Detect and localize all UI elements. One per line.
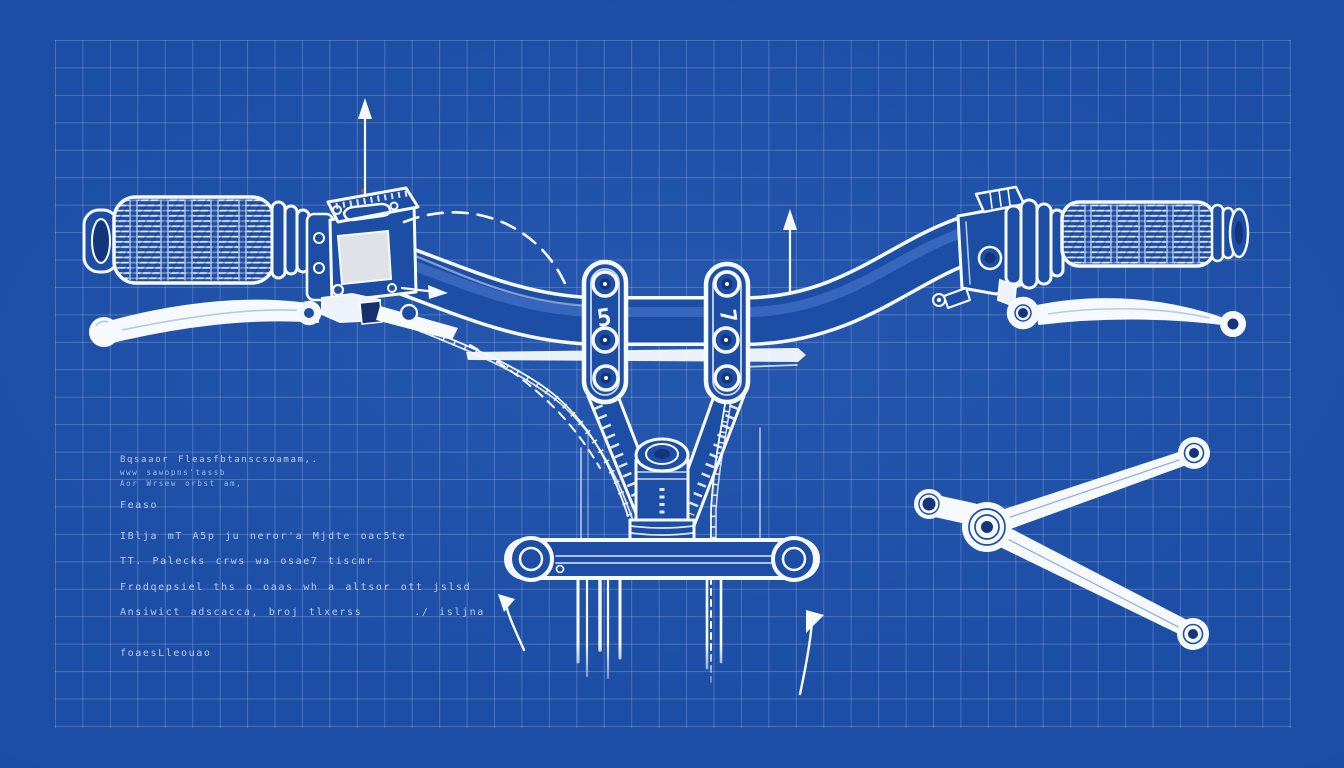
annotation-line-main: Ansiwict adscacca, broj tlxerss bbox=[120, 607, 363, 618]
cable-adjuster bbox=[932, 287, 971, 309]
annotation-line: Frodqepsiel ths o oaas wh a altsor ott j… bbox=[120, 581, 472, 593]
riser-clamp-right: 7 bbox=[703, 261, 751, 405]
clamp-bolt bbox=[591, 270, 619, 298]
y-linkage bbox=[914, 437, 1210, 650]
annotation-line-tail: ./ isljna bbox=[414, 607, 485, 618]
clamp-eyelet-left bbox=[508, 536, 554, 582]
fork-extension-lines-lower bbox=[576, 576, 723, 683]
bottom-right-curved-arrow bbox=[798, 610, 824, 696]
annotation-line: www sawopns'tassb bbox=[120, 468, 226, 478]
lower-clamp-bar bbox=[504, 536, 820, 582]
crossbar bbox=[466, 348, 806, 368]
blueprint-grid bbox=[55, 40, 1291, 728]
clamp-bolt bbox=[592, 364, 620, 392]
left-brake-lever bbox=[89, 299, 322, 347]
annotation-line: foaesLleouao bbox=[120, 647, 212, 659]
rotation-dashed-arc bbox=[402, 211, 569, 290]
riser-clamp-left: 5 bbox=[581, 259, 629, 405]
annotation-line: Aor Wrsew orbst am, bbox=[120, 478, 243, 488]
right-brake-lever bbox=[1006, 296, 1246, 337]
annotation-line: Feaso bbox=[120, 500, 159, 511]
annotation-line: TT. Palecks crws wa osae7 tiscmr bbox=[120, 556, 374, 567]
right-grip bbox=[1060, 200, 1250, 268]
left-grip bbox=[82, 195, 276, 285]
grip-grooves bbox=[1084, 204, 1200, 264]
grip-grooves bbox=[129, 199, 247, 281]
bottom-left-curved-arrow bbox=[498, 594, 526, 652]
right-grip-end-rings bbox=[1210, 203, 1225, 263]
right-plate-number: 7 bbox=[714, 308, 741, 325]
lever-tip-ball bbox=[89, 317, 119, 347]
reservoir-window bbox=[336, 229, 393, 286]
annotation-line: Bqsaaor Fleasfbtanscsoamam,. bbox=[120, 455, 319, 465]
fork-extension-lines-upper bbox=[580, 427, 761, 539]
clamp-bolt bbox=[712, 326, 740, 354]
left-collar bbox=[270, 200, 335, 302]
annotation-text-block: Bqsaaor Fleasfbtanscsoamam,. www sawopns… bbox=[120, 455, 483, 660]
clamp-bolt bbox=[713, 270, 741, 298]
left-plate-number: 5 bbox=[595, 303, 613, 333]
annotation-line: Ansiwict adscacca, broj tlxerss ./ isljna bbox=[120, 607, 483, 620]
clamp-bolt bbox=[591, 326, 619, 354]
up-arrow-right bbox=[783, 209, 797, 296]
up-arrow-left bbox=[358, 98, 372, 198]
clamp-eyelet-right bbox=[771, 536, 817, 582]
left-master-cylinder bbox=[321, 186, 458, 340]
right-arrow bbox=[400, 285, 448, 299]
clamp-bolt bbox=[713, 364, 741, 392]
annotation-line: IBlja mT A5p ju neror'a Mjdte oac5te bbox=[120, 530, 407, 542]
